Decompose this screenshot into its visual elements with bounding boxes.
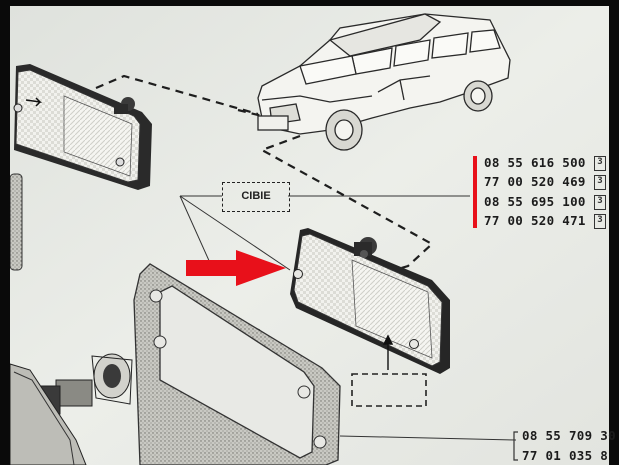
cibie-label: CIBIE [241,190,271,202]
quantity-badge: 3 [594,195,606,210]
bottom-part-number: 77 01 035 8 [522,448,609,463]
part-number: 08 55 695 100 [484,194,586,209]
left-side-lamp-illustration [13,64,152,190]
lamp-gasket [133,263,341,465]
quantity-badge: 3 [594,156,606,171]
small-arrow-icon [25,97,43,107]
leader-lines [95,74,434,274]
red-highlight-arrow [186,250,286,286]
car-illustration [257,13,511,151]
bottom-part-number: 08 55 709 30 [522,428,616,443]
up-arrow-icon [382,334,394,370]
part-number: 77 00 520 471 [484,213,586,228]
part-number: 77 00 520 469 [484,174,586,189]
main-side-lamp [290,228,450,374]
quantity-badge: 3 [594,175,606,190]
dashed-placeholder-box [351,373,427,407]
red-highlight-bar [473,156,477,228]
bulb-holder-parts [9,353,133,465]
part-number-brackets [513,431,518,461]
part-number: 08 55 616 500 [484,155,586,170]
left-edge-fragment [9,173,23,271]
quantity-badge: 3 [594,214,606,229]
cibie-callout: CIBIE [222,182,290,212]
